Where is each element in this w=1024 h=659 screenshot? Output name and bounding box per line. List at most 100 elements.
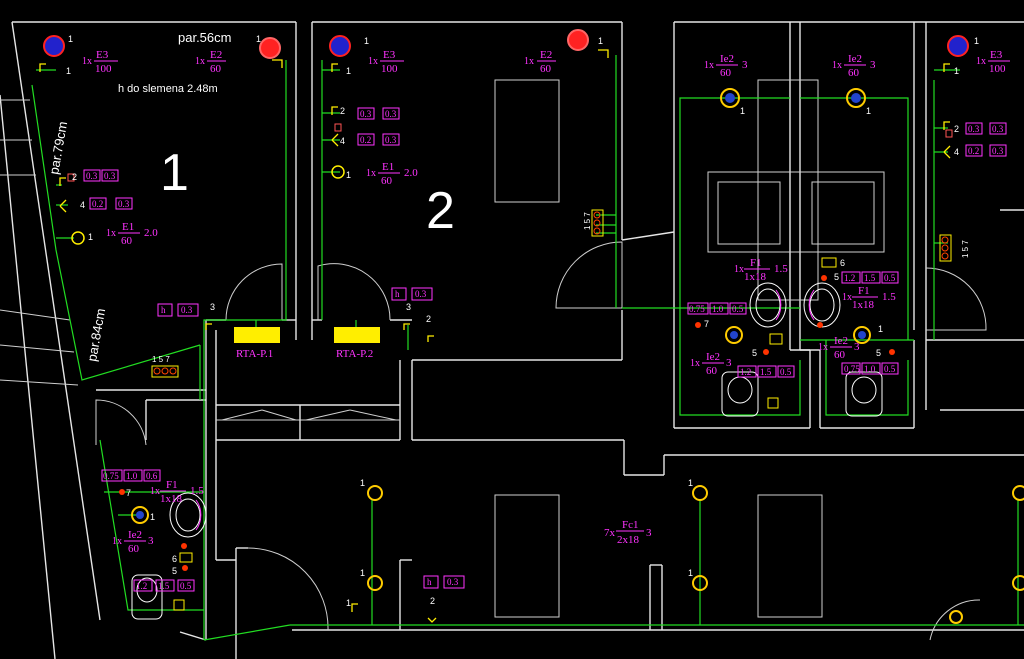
svg-text:Ie2: Ie2: [848, 53, 862, 65]
downlight-icon[interactable]: [1012, 485, 1024, 501]
svg-text:1x: 1x: [195, 56, 205, 67]
switch-icon[interactable]: [403, 323, 410, 330]
ceiling-light-icon: [136, 511, 144, 519]
svg-text:1: 1: [878, 324, 883, 334]
switch-icon[interactable]: [943, 145, 951, 159]
svg-text:1.0: 1.0: [126, 471, 138, 481]
svg-text:Fc1: Fc1: [622, 519, 639, 531]
switch-icon[interactable]: [59, 199, 67, 213]
svg-text:1x18: 1x18: [744, 271, 767, 283]
outlet-icon[interactable]: [179, 552, 193, 563]
svg-text:60: 60: [706, 365, 718, 377]
svg-text:6: 6: [840, 258, 845, 268]
svg-text:3: 3: [210, 302, 215, 312]
svg-text:1x: 1x: [976, 56, 986, 67]
svg-text:1: 1: [150, 512, 155, 522]
switch-icon[interactable]: [427, 617, 437, 623]
switch-icon[interactable]: [943, 63, 950, 72]
ceiling-light-icon[interactable]: [725, 326, 743, 344]
distribution-panel-icon[interactable]: [334, 327, 380, 343]
outlet-icon[interactable]: [821, 257, 837, 268]
wall-light-icon[interactable]: [259, 37, 281, 59]
ceiling-light-icon: [725, 93, 735, 103]
outlet-icon[interactable]: [67, 173, 75, 182]
socket-icon[interactable]: [331, 165, 345, 179]
outlet-icon[interactable]: [334, 123, 342, 132]
switch-icon[interactable]: [272, 59, 283, 68]
switch-icon[interactable]: [331, 106, 338, 115]
walls: [0, 21, 1024, 659]
svg-text:Ie2: Ie2: [128, 529, 142, 541]
downlight-icon[interactable]: [1012, 575, 1024, 591]
circuit-label: 1 5 7: [583, 212, 592, 230]
svg-text:2: 2: [430, 596, 435, 606]
switch-icon[interactable]: [943, 121, 950, 130]
wall-light-icon[interactable]: [567, 29, 589, 51]
svg-text:E3: E3: [990, 49, 1003, 61]
svg-text:E2: E2: [210, 49, 222, 61]
fixture-symbols: [39, 29, 1024, 624]
svg-text:F1: F1: [166, 479, 178, 491]
svg-text:0.6: 0.6: [146, 471, 158, 481]
room-number: 1: [160, 144, 189, 202]
svg-text:E3: E3: [383, 49, 396, 61]
switch-icon[interactable]: [351, 603, 358, 612]
outlet-icon[interactable]: [767, 397, 779, 409]
svg-text:Ie2: Ie2: [834, 335, 848, 347]
socket-group-icon[interactable]: [939, 234, 952, 262]
circuit-label: 1 5 7: [152, 355, 170, 364]
svg-text:2.0: 2.0: [404, 167, 418, 179]
ceiling-light-icon[interactable]: [131, 506, 149, 524]
svg-text:1x: 1x: [704, 60, 714, 71]
svg-text:0.5: 0.5: [884, 273, 896, 283]
svg-text:1: 1: [346, 170, 351, 180]
toilet-icon: [845, 371, 883, 417]
downlight-icon[interactable]: [367, 575, 383, 591]
outlet-icon[interactable]: [769, 333, 783, 345]
sink-icon: [169, 492, 207, 538]
downlight-icon[interactable]: [367, 485, 383, 501]
svg-text:3: 3: [870, 59, 876, 71]
svg-text:60: 60: [210, 63, 222, 75]
ceiling-light-icon[interactable]: [846, 88, 866, 108]
switch-icon[interactable]: [331, 63, 338, 72]
svg-text:1x18: 1x18: [852, 299, 875, 311]
svg-text:2: 2: [72, 172, 77, 182]
switch-icon[interactable]: [427, 335, 434, 342]
wall-light-icon[interactable]: [43, 35, 65, 57]
socket-icon[interactable]: [71, 231, 85, 245]
svg-text:1x: 1x: [524, 56, 534, 67]
distribution-panel-icon[interactable]: [234, 327, 280, 343]
svg-text:0.2: 0.2: [92, 199, 103, 209]
switch-icon[interactable]: [598, 49, 609, 58]
socket-group-icon[interactable]: [151, 365, 179, 378]
switch-icon[interactable]: [39, 63, 46, 72]
annotation-text: par.56cm: [178, 30, 231, 45]
switch-icon[interactable]: [59, 177, 66, 186]
svg-text:0.3: 0.3: [992, 146, 1004, 156]
socket-group-icon[interactable]: [591, 209, 604, 237]
downlight-icon[interactable]: [949, 610, 963, 624]
wall-light-icon[interactable]: [947, 35, 969, 57]
doors: [95, 241, 987, 641]
svg-text:0.3: 0.3: [447, 577, 459, 587]
svg-text:1.5: 1.5: [760, 367, 772, 377]
svg-text:0.75: 0.75: [844, 364, 860, 374]
outlet-icon[interactable]: [945, 129, 953, 138]
ceiling-light-icon: [858, 331, 866, 339]
svg-text:h: h: [427, 577, 432, 587]
ceiling-light-icon[interactable]: [720, 88, 740, 108]
svg-text:1x: 1x: [106, 228, 116, 239]
wall-light-icon[interactable]: [329, 35, 351, 57]
outlet-icon[interactable]: [173, 599, 185, 611]
ceiling-light-icon[interactable]: [853, 326, 871, 344]
switch-icon[interactable]: [205, 323, 212, 330]
downlight-icon[interactable]: [692, 575, 708, 591]
svg-text:1: 1: [346, 598, 351, 608]
svg-text:60: 60: [834, 349, 846, 361]
svg-text:1: 1: [740, 106, 745, 116]
switch-icon[interactable]: [331, 133, 339, 147]
svg-text:3: 3: [726, 357, 732, 369]
svg-text:0.3: 0.3: [181, 305, 193, 315]
downlight-icon[interactable]: [692, 485, 708, 501]
